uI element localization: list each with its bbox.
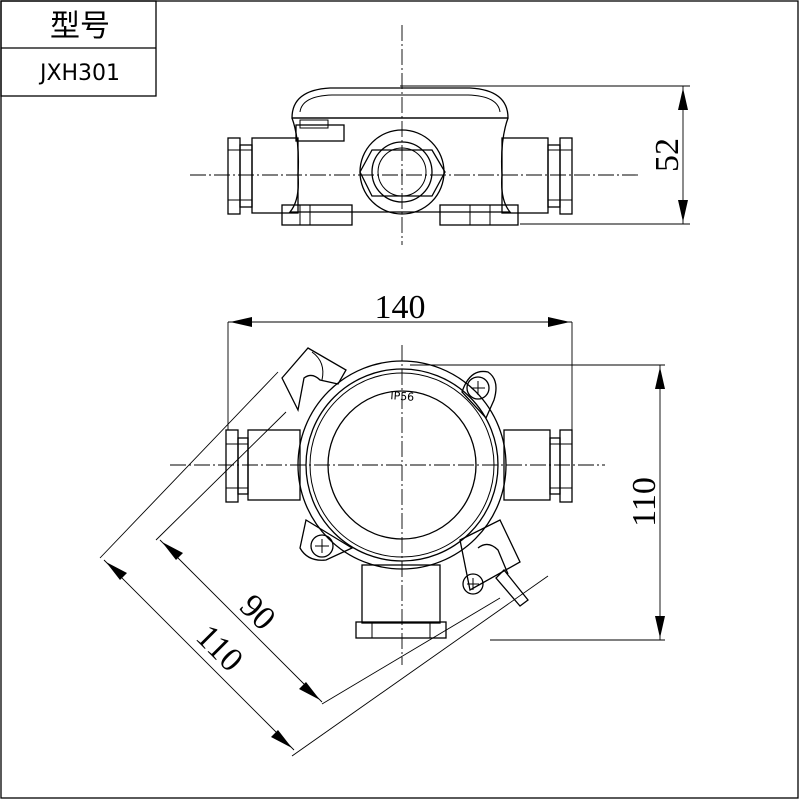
dim-diag-inner: 90 [232,587,282,637]
title-label: 型号 [50,9,110,44]
model-number: JXH301 [38,61,120,86]
front-view: IP56 [99,289,665,757]
dim-width: 140 [375,289,426,326]
dim-height: 110 [626,477,663,527]
top-view: 52 [190,25,690,245]
title-block: 型号 JXH301 [0,0,157,97]
ip-rating: IP56 [390,389,415,404]
dim-diag-outer: 110 [189,618,250,679]
dim-top-height: 52 [649,138,686,172]
